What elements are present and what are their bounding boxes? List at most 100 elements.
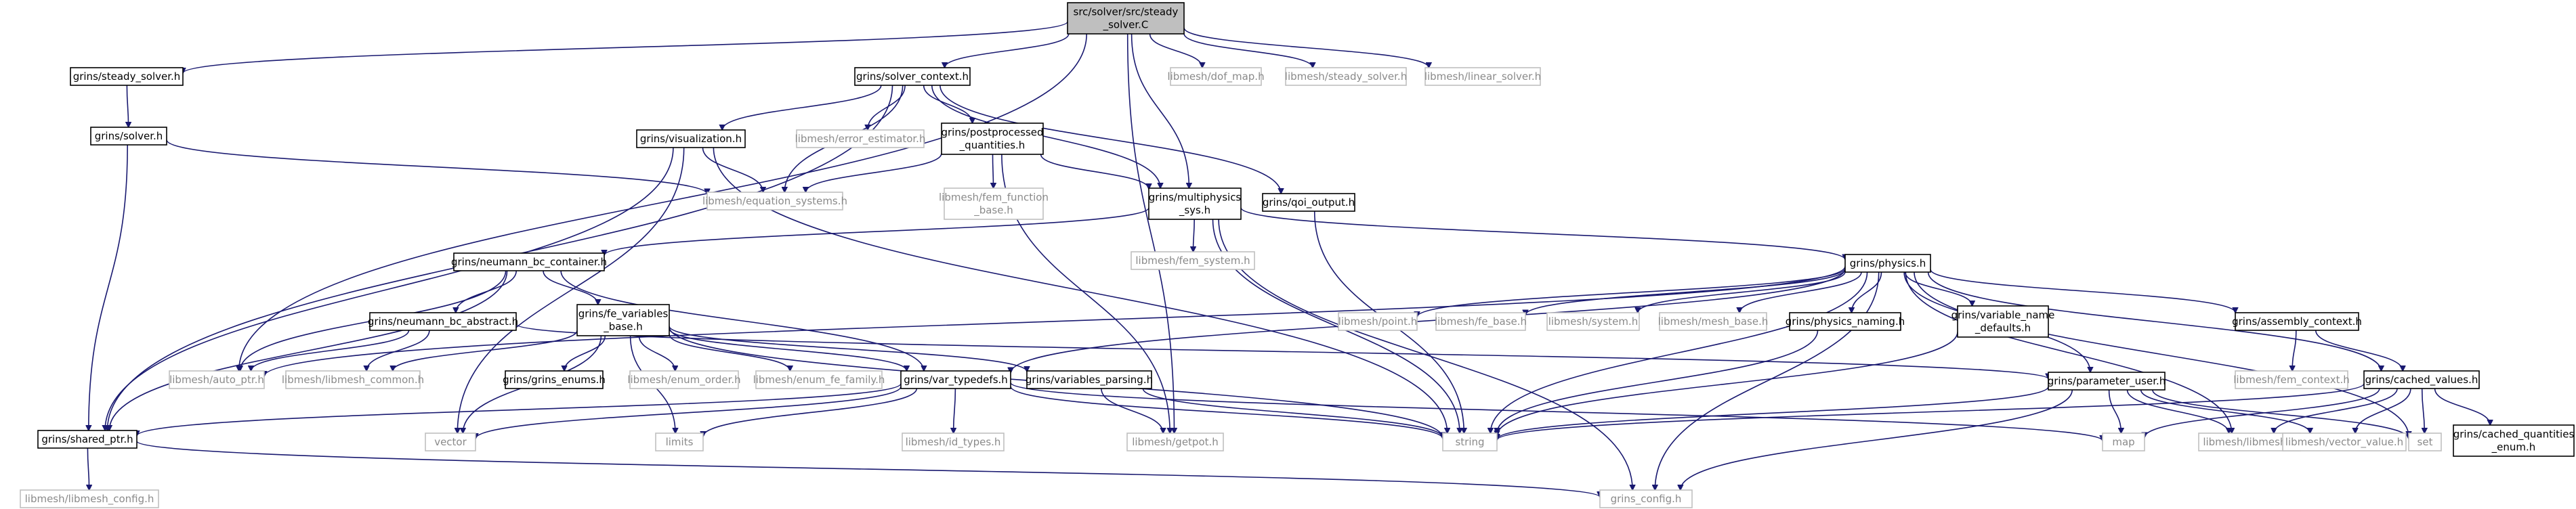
- node-physics[interactable]: grins/physics.h: [1844, 254, 1931, 273]
- node-box-string: [1442, 433, 1498, 451]
- node-label-linear_solver: libmesh/linear_solver.h: [1424, 70, 1541, 83]
- node-label-assembly_context: grins/assembly_context.h: [2232, 315, 2362, 328]
- node-label-variables_parsing: grins/variables_parsing.h: [1026, 374, 1153, 386]
- node-cached_values[interactable]: grins/cached_values.h: [2363, 370, 2480, 389]
- node-getpot: libmesh/getpot.h: [1126, 433, 1224, 451]
- node-point: libmesh/point.h: [1338, 312, 1418, 331]
- edge-physics-to-grins_config: [1655, 271, 1880, 490]
- node-label-postprocessed: grins/postprocessed: [941, 127, 1043, 139]
- node-grins_config: grins_config.h: [1599, 489, 1693, 508]
- node-box-equation_systems: [706, 192, 843, 211]
- node-shared_ptr[interactable]: grins/shared_ptr.h: [37, 430, 138, 449]
- edge-parameter_user-to-set: [2152, 389, 2409, 439]
- node-solver[interactable]: grins/solver.h: [90, 127, 167, 146]
- node-cached_quantities_enum[interactable]: grins/cached_quantities_enum.h: [2453, 424, 2575, 457]
- node-parameter_user[interactable]: grins/parameter_user.h: [2048, 372, 2166, 391]
- edge-root-to-solver_context: [945, 33, 1070, 68]
- node-fe_base: libmesh/fe_base.h: [1435, 312, 1527, 331]
- node-box-fe_base: [1435, 312, 1526, 331]
- edge-postprocessed-to-equation_systems: [805, 153, 942, 193]
- edge-physics-to-auto_ptr: [264, 266, 1846, 376]
- edge-assembly_context-to-cached_values: [2315, 330, 2403, 371]
- node-label-fem_function_base: libmesh/fem_function: [939, 192, 1049, 204]
- node-dof_map: libmesh/dof_map.h: [1167, 67, 1265, 86]
- edge-physics-to-variable_name_defaults: [1904, 271, 1972, 306]
- node-box-auto_ptr: [169, 370, 265, 389]
- header-nodes: src/solver/src/steady_solver.C grins/stea…: [20, 2, 2575, 508]
- node-fem_context: libmesh/fem_context.h: [2233, 370, 2350, 389]
- edge-fe_variables_base-to-grins_enums: [564, 335, 606, 371]
- edge-var_typedefs-to-vector: [476, 386, 902, 439]
- node-box-lm_steady_solver: [1285, 67, 1407, 86]
- edge-var_typedefs-to-shared_ptr: [137, 382, 902, 436]
- edge-root-to-dof_map: [1149, 33, 1202, 68]
- edge-shared_ptr-to-libmesh_config: [87, 447, 89, 490]
- node-assembly_context[interactable]: grins/assembly_context.h: [2232, 312, 2362, 331]
- node-physics_naming[interactable]: grins/physics_naming.h: [1786, 312, 1905, 331]
- edge-cached_values-to-cached_quantities_enum: [2434, 388, 2491, 425]
- node-lm_steady_solver: libmesh/steady_solver.h: [1285, 67, 1407, 86]
- edge-physics-to-string: [1490, 271, 1868, 433]
- node-box-var_typedefs: [900, 370, 1011, 389]
- node-label-lm_system: libmesh/system.h: [1548, 315, 1639, 328]
- node-box-grins_config: [1599, 489, 1693, 508]
- node-box-postprocessed: [941, 123, 1044, 155]
- edge-var_typedefs-to-id_types: [954, 388, 956, 433]
- node-solver_context[interactable]: grins/solver_context.h: [854, 67, 971, 86]
- node-box-libmesh_common: [285, 370, 421, 389]
- edge-solver_context-to-multiphysics: [931, 85, 1160, 188]
- node-box-error_estimator: [796, 129, 925, 148]
- edge-physics-to-point: [1417, 267, 1846, 317]
- node-steady_solver[interactable]: grins/steady_solver.h: [70, 67, 184, 86]
- node-multiphysics[interactable]: grins/multiphysics_sys.h: [1148, 187, 1242, 220]
- node-box-fem_context: [2235, 370, 2348, 389]
- node-set: set: [2408, 433, 2442, 451]
- edge-multiphysics-to-neumann_container: [604, 207, 1149, 255]
- node-box-shared_ptr: [37, 430, 138, 449]
- node-var_typedefs[interactable]: grins/var_typedefs.h: [900, 370, 1011, 389]
- node-box-getpot: [1126, 433, 1224, 451]
- node-box-root: [1067, 2, 1185, 35]
- node-label-fem_context: libmesh/fem_context.h: [2233, 374, 2350, 386]
- node-id_types: libmesh/id_types.h: [902, 433, 1005, 451]
- node-box-steady_solver: [70, 67, 184, 86]
- edge-neumann_abstract-to-libmesh_common: [366, 330, 430, 371]
- node-label-set: set: [2417, 436, 2433, 448]
- node-box-multiphysics: [1148, 187, 1242, 220]
- node-grins_enums[interactable]: grins/grins_enums.h: [503, 370, 606, 389]
- node-box-variable_name_defaults: [1957, 305, 2049, 338]
- node-neumann_container[interactable]: grins/neumann_bc_container.h: [451, 252, 607, 271]
- node-box-grins_enums: [505, 370, 604, 389]
- node-visualization[interactable]: grins/visualization.h: [636, 129, 746, 148]
- node-label-root: _solver.C: [1103, 19, 1149, 32]
- node-variable_name_defaults[interactable]: grins/variable_name_defaults.h: [1951, 305, 2055, 338]
- node-box-enum_fe_family: [755, 370, 883, 389]
- node-error_estimator: libmesh/error_estimator.h: [795, 129, 925, 148]
- node-box-vector_value: [2282, 433, 2407, 451]
- edge-parameter_user-to-map: [2108, 389, 2121, 433]
- node-variables_parsing[interactable]: grins/variables_parsing.h: [1026, 370, 1153, 389]
- edge-physics-to-physics_naming: [1852, 271, 1882, 313]
- node-neumann_abstract[interactable]: grins/neumann_bc_abstract.h: [368, 312, 518, 331]
- node-label-id_types: libmesh/id_types.h: [906, 436, 1001, 449]
- node-label-multiphysics: _sys.h: [1179, 204, 1210, 217]
- node-root[interactable]: src/solver/src/steady_solver.C: [1067, 2, 1185, 35]
- node-fem_system: libmesh/fem_system.h: [1131, 251, 1255, 270]
- node-label-auto_ptr: libmesh/auto_ptr.h: [169, 374, 264, 386]
- node-box-assembly_context: [2235, 312, 2359, 331]
- node-equation_systems: libmesh/equation_systems.h: [702, 192, 847, 211]
- node-label-mesh_base: libmesh/mesh_base.h: [1658, 315, 1769, 328]
- edge-visualization-to-string: [713, 147, 1447, 433]
- node-label-variable_name_defaults: _defaults.h: [1975, 322, 2031, 335]
- node-label-limits: limits: [666, 436, 694, 448]
- node-fe_variables_base[interactable]: grins/fe_variables_base.h: [576, 304, 670, 336]
- edge-cached_values-to-set: [2422, 388, 2425, 433]
- edge-cached_values-to-map: [2145, 388, 2380, 438]
- node-postprocessed[interactable]: grins/postprocessed_quantities.h: [941, 123, 1044, 155]
- node-label-multiphysics: grins/multiphysics: [1149, 192, 1242, 204]
- node-qoi_output[interactable]: grins/qoi_output.h: [1262, 193, 1355, 212]
- node-box-qoi_output: [1262, 193, 1355, 212]
- edge-variables_parsing-to-getpot: [1101, 388, 1163, 433]
- edge-physics-to-lm_libmesh: [1905, 271, 2231, 433]
